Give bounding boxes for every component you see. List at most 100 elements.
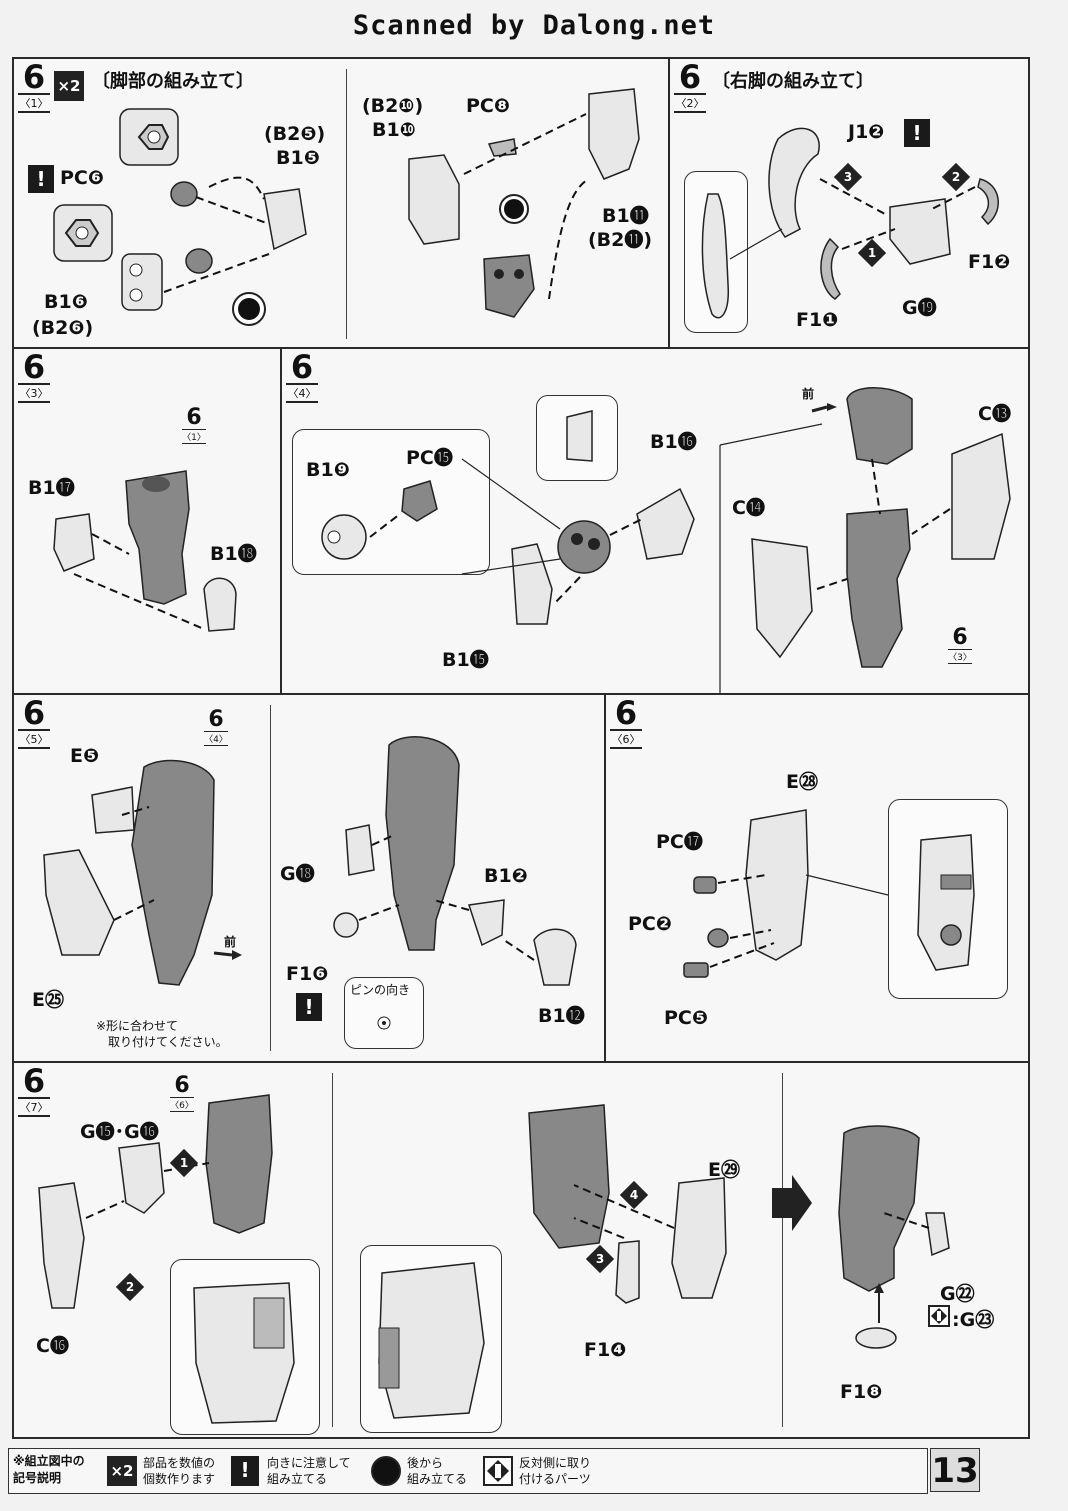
step-6-4-panel: 6〈4〉 B1❾ PC⓯ B1⓰ B1⓯ 前 C⓭ C⓮ 6〈3〉 — [280, 347, 1030, 695]
part-label-b1-2: B1❷ — [484, 865, 528, 887]
part-label-b1-16: B1⓰ — [650, 431, 697, 453]
step-6-6-panel: 6〈6〉 E㉘ PC⓱ PC❷ PC❺ — [604, 693, 1030, 1063]
scan-credit: Scanned by Dalong.net — [352, 10, 716, 41]
part-label-b1-11: B1⓫ — [602, 205, 649, 227]
part-label-pc6: PC❻ — [60, 167, 104, 189]
part-label-b2-10: (B2❿) — [362, 95, 424, 117]
pin-direction-inset — [344, 977, 424, 1049]
part-label-b2-11: (B2⓫) — [588, 229, 653, 251]
part-label-c13: C⓭ — [978, 403, 1011, 425]
leg-assembly-illustration — [53, 88, 640, 326]
divider — [346, 69, 347, 339]
step-number: 6〈1〉 — [16, 61, 52, 113]
multiplier-icon: ×2 — [107, 1456, 137, 1486]
part-label-b1-12: B1⓬ — [538, 1005, 585, 1027]
part-label-b1-9: B1❾ — [306, 459, 350, 481]
part-label-f1-8: F1❽ — [840, 1381, 883, 1403]
pin-direction-label: ピンの向き — [350, 983, 411, 997]
leg-upper-illustration — [53, 470, 237, 632]
part-label-c14: C⓮ — [732, 497, 765, 519]
reference-step-badge: 6〈1〉 — [182, 405, 206, 444]
step-6-2-panel: 6〈2〉 〔右脚の組み立て〕 3 2 1 J1❷ ! F1❷ G⓳ F1❶ — [668, 57, 1030, 349]
part-label-g19: G⓳ — [902, 297, 937, 319]
legend-heading: ※組立図中の記号説明 — [13, 1454, 85, 1485]
part-label-f1-6: F1❻ — [286, 963, 329, 985]
legend-item-multiplier: ×2 部品を数値の個数作ります — [107, 1453, 217, 1489]
reference-step-badge: 6〈6〉 — [170, 1073, 194, 1112]
divider — [332, 1073, 333, 1427]
right-leg-illustration — [701, 127, 999, 319]
reference-step-badge: 6〈4〉 — [204, 707, 228, 746]
part-label-b1-5: B1❺ — [276, 147, 320, 169]
caution-icon: ! — [231, 1456, 259, 1486]
order-badge-2: 2 — [115, 1272, 145, 1302]
part-label-g15-g16: G⓯･G⓰ — [80, 1121, 159, 1143]
opposite-side-icon — [483, 1456, 513, 1486]
part-label-pc2: PC❷ — [628, 913, 672, 935]
part-label-f1-1: F1❶ — [796, 309, 839, 331]
reference-step-badge: 6〈3〉 — [948, 625, 972, 664]
caution-icon: ! — [296, 993, 322, 1021]
part-label-e29: E㉙ — [708, 1159, 740, 1181]
order-badge-1: 1 — [169, 1148, 199, 1178]
step-6-1-panel: 6〈1〉 ×2 〔脚部の組み立て〕 (B2❺) B1❺ ! PC❻ B1❻ (B… — [12, 57, 670, 349]
divider — [270, 705, 271, 1051]
caution-icon: ! — [28, 165, 54, 193]
order-badge-3: 3 — [833, 162, 863, 192]
order-badge-3: 3 — [585, 1244, 615, 1274]
order-badge-4: 4 — [619, 1180, 649, 1210]
step-6-3-panel: 6〈3〉 6〈1〉 B1⓱ B1⓲ — [12, 347, 282, 695]
step-number: 6〈7〉 — [16, 1065, 52, 1117]
part-label-e25: E㉕ — [32, 989, 64, 1011]
symbol-legend: ※組立図中の記号説明 ×2 部品を数値の個数作ります ! 向きに注意して組み立て… — [8, 1448, 928, 1494]
part-label-e28: E㉘ — [786, 771, 818, 793]
part-label-b1-15: B1⓯ — [442, 649, 489, 671]
step-6-7-panel: 6〈7〉 6〈6〉 G⓯･G⓰ 1 2 C⓰ 4 3 E㉙ F1❹ G㉒ — [12, 1061, 1030, 1439]
step-title: 〔右脚の組み立て〕 — [712, 71, 874, 92]
part-label-j1-2: J1❷ — [848, 121, 885, 143]
part-label-f1-2: F1❷ — [968, 251, 1011, 273]
assembly-note-line2: 取り付けてください。 — [108, 1035, 228, 1049]
order-badge-2: 2 — [941, 162, 971, 192]
order-badge-1: 1 — [857, 238, 887, 268]
assemble-later-icon — [371, 1456, 401, 1486]
step-number: 6〈6〉 — [608, 697, 644, 749]
opposite-side-icon — [928, 1305, 950, 1327]
divider — [782, 1073, 783, 1427]
part-label-g22: G㉒ — [940, 1283, 975, 1305]
front-direction-label: 前 — [224, 935, 237, 949]
part-label-b1-10: B1❿ — [372, 119, 416, 141]
step-number: 6〈4〉 — [284, 351, 320, 403]
step-number: 6〈5〉 — [16, 697, 52, 749]
part-label-pc8: PC❽ — [466, 95, 510, 117]
legend-item-caution: ! 向きに注意して組み立てる — [231, 1453, 361, 1489]
part-label-b1-18: B1⓲ — [210, 543, 257, 565]
shin-assembly-illustration — [38, 1094, 950, 1424]
part-label-e5: E❺ — [70, 745, 100, 767]
assembly-note-line1: ※形に合わせて — [96, 1019, 179, 1033]
step-number: 6〈2〉 — [672, 61, 708, 113]
part-label-pc5: PC❺ — [664, 1007, 708, 1029]
legend-item-assemble-later: 後から組み立てる — [371, 1453, 471, 1489]
part-label-b2-6: (B2❻) — [32, 317, 94, 339]
part-label-b1-6: B1❻ — [44, 291, 88, 313]
part-label-g23: :G㉓ — [952, 1309, 995, 1331]
lower-leg-illustration — [43, 736, 577, 1030]
inner-frame-illustration — [683, 809, 975, 978]
part-label-g18: G⓲ — [280, 863, 315, 885]
caution-icon: ! — [904, 119, 930, 147]
knee-assembly-illustration — [321, 387, 1011, 693]
step-6-5-panel: 6〈5〉 6〈4〉 E❺ E㉕ 前 ※形に合わせて 取り付けてください。 G⓲ … — [12, 693, 606, 1063]
step-title: 〔脚部の組み立て〕 — [92, 71, 254, 92]
detail-inset — [292, 429, 490, 575]
part-label-b2-5: (B2❺) — [264, 123, 326, 145]
part-label-pc15: PC⓯ — [406, 447, 453, 469]
multiplier-badge: ×2 — [54, 71, 84, 101]
legend-item-opposite-side: 反対側に取り付けるパーツ — [483, 1453, 613, 1489]
part-label-b1-17: B1⓱ — [28, 477, 75, 499]
part-label-pc17: PC⓱ — [656, 831, 703, 853]
step-number: 6〈3〉 — [16, 351, 52, 403]
page-number: 13 — [930, 1448, 980, 1492]
part-label-f1-4: F1❹ — [584, 1339, 627, 1361]
front-direction-label: 前 — [802, 387, 815, 401]
